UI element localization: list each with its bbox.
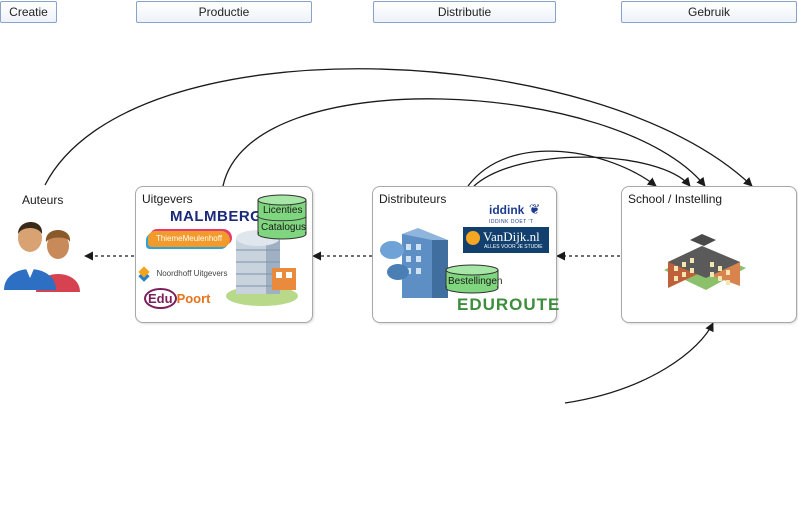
arrow-bottom-to-school (564, 322, 714, 404)
school-box: School / Instelling (621, 186, 797, 323)
phase-distributie: Distributie (373, 1, 556, 23)
iddink-logo: iddink ❦ IDDINK DOET 'T (489, 201, 541, 225)
distributeurs-title: Distributeurs (379, 192, 447, 206)
edupoort-logo-a: Edu (144, 288, 177, 309)
phase-gebruik: Gebruik (621, 1, 797, 23)
arrow-distributeurs-to-school-2 (473, 156, 691, 187)
catalogus-label: Catalogus (261, 222, 307, 233)
vandijk-sun-icon (466, 231, 480, 245)
edupoort-logo-b: Poort (176, 291, 211, 306)
noordhoff-icon (138, 266, 150, 278)
arrow-distributeurs-to-school-1 (467, 150, 657, 187)
auteurs-label: Auteurs (22, 193, 64, 207)
school-title: School / Instelling (628, 192, 723, 206)
iddink-deer-icon: ❦ (528, 201, 541, 217)
arrow-auteurs-to-school (44, 68, 753, 187)
vandijk-logo: VanDijk.nl ALLES VOOR JE STUDIE (463, 227, 549, 253)
arrow-uitgevers-to-school (222, 98, 706, 187)
vandijk-logo-text: VanDijk.nl (483, 229, 540, 244)
licenties-label: Licenties (263, 205, 303, 216)
thieme-logo: ThiemeMeulenhoff (148, 231, 230, 247)
noordhoff-logo-text: Noordhoff Uitgevers (156, 269, 228, 278)
iddink-tagline: IDDINK DOET 'T (489, 219, 534, 225)
iddink-logo-text: iddink (489, 203, 525, 217)
uitgevers-title: Uitgevers (142, 192, 193, 206)
vandijk-tagline: ALLES VOOR JE STUDIE (484, 244, 543, 250)
phase-creatie: Creatie (0, 1, 57, 23)
malmberg-logo: MALMBERG (170, 208, 263, 225)
distributeurs-box: Distributeurs iddink ❦ IDDINK DOET 'T Va… (372, 186, 561, 323)
eduroute-logo: EDUROUTE (457, 295, 561, 314)
thieme-logo-text: ThiemeMeulenhoff (155, 234, 223, 243)
bestellingen-label: Bestellingen (448, 276, 503, 287)
phase-productie: Productie (136, 1, 312, 23)
noordhoff-logo: Noordhoff Uitgevers (138, 263, 228, 281)
